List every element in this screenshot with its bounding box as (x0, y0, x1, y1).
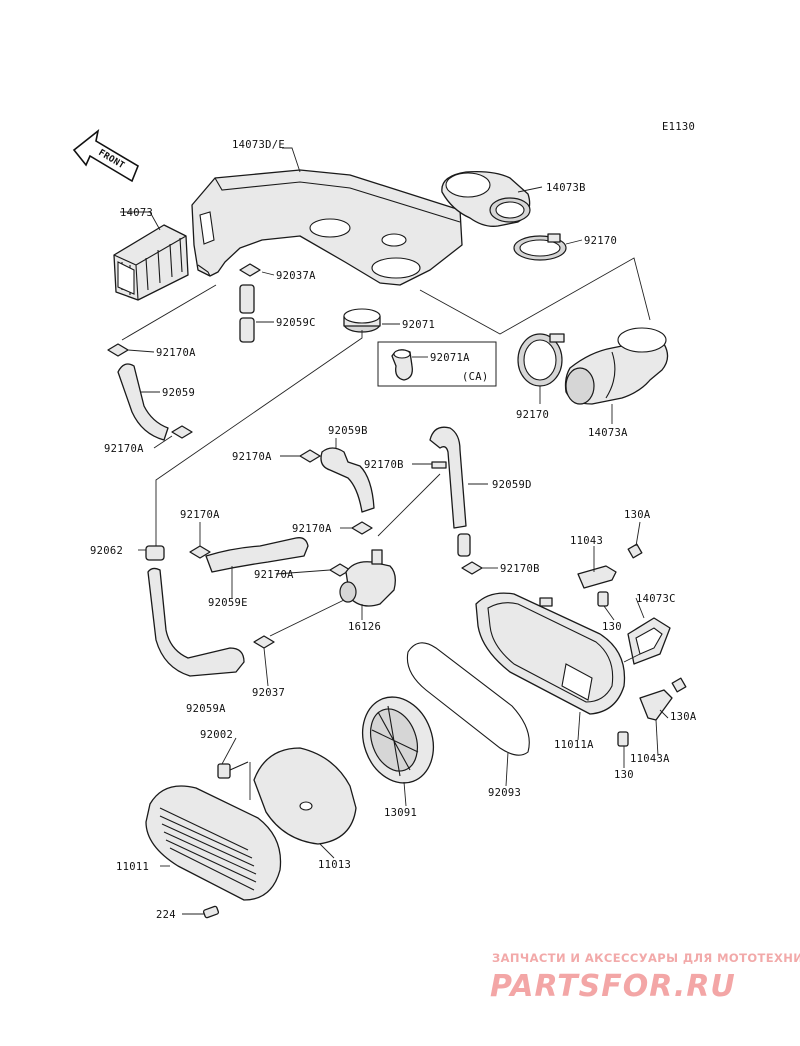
bracket-11043a (639, 689, 673, 721)
hose-92059 (117, 363, 169, 441)
label-92170a-3: 92170A (232, 451, 272, 463)
gasket-14073c (627, 617, 671, 665)
watermark-tagline: ЗАПЧАСТИ И АКСЕССУАРЫ ДЛЯ МОТОТЕХНИКИ (492, 951, 800, 965)
label-224: 224 (156, 909, 176, 921)
label-11043a: 11043A (630, 753, 670, 765)
screw-92002 (217, 761, 249, 779)
watermark: ЗАПЧАСТИ И АКСЕССУАРЫ ДЛЯ МОТОТЕХНИКИ PA… (490, 951, 800, 1004)
label-92170b-1: 92170B (364, 459, 404, 471)
housing-11011a (475, 592, 626, 715)
label-14073a: 14073A (588, 427, 628, 439)
clamp-92170-lower (517, 333, 565, 387)
hose-92059a (147, 567, 245, 677)
clip-92170b-2 (461, 561, 483, 575)
label-11013: 11013 (318, 859, 351, 871)
elbow-14073a (564, 327, 669, 405)
label-11011: 11011 (116, 861, 149, 873)
label-14073c: 14073C (636, 593, 676, 605)
filter-11013 (253, 747, 357, 845)
screw-224 (202, 905, 220, 919)
label-92170a-2: 92170A (104, 443, 144, 455)
label-13091: 13091 (384, 807, 417, 819)
label-92059a: 92059A (186, 703, 226, 715)
label-92071: 92071 (402, 319, 435, 331)
hose-92059c (239, 284, 255, 343)
label-92002: 92002 (200, 729, 233, 741)
clip-92170a-2 (171, 425, 193, 439)
label-130a-2: 130A (670, 711, 697, 723)
clip-92037 (253, 635, 275, 649)
label-14073de: 14073D/E (232, 139, 285, 151)
clip-92170a-3 (299, 449, 321, 463)
label-92062: 92062 (90, 545, 123, 557)
label-92170a-5: 92170A (292, 523, 332, 535)
label-92093: 92093 (488, 787, 521, 799)
front-arrow-icon: FRONT (72, 129, 139, 183)
label-14073: 14073 (120, 207, 153, 219)
elbow-14073b (441, 170, 531, 227)
clip-92170a-1 (107, 343, 129, 357)
bolt-130a-upper (627, 543, 643, 559)
clip-92170b-1 (431, 461, 447, 469)
label-92170a-4: 92170A (180, 509, 220, 521)
clip-92170a-5 (351, 521, 373, 535)
label-14073b: 14073B (546, 182, 586, 194)
element-13091 (362, 696, 434, 784)
filter-element-14073 (113, 224, 189, 301)
label-92071a: 92071A (430, 352, 470, 364)
grommet-92071a-box (377, 341, 497, 387)
label-92059d: 92059D (492, 479, 532, 491)
watermark-logo: PARTSFOR.RU (490, 969, 736, 1004)
bolt-130-lower (617, 731, 629, 747)
bolt-130a-lower (671, 677, 687, 693)
air-duct-14073de (191, 169, 463, 286)
clip-92037a (239, 263, 261, 277)
label-92037a: 92037A (276, 270, 316, 282)
hose-92059e (205, 537, 309, 573)
clip-92170a-4 (189, 545, 211, 559)
label-92170-b: 92170 (516, 409, 549, 421)
cap-92062 (145, 545, 165, 561)
bolt-130-upper (597, 591, 609, 607)
label-92059: 92059 (162, 387, 195, 399)
label-92059e: 92059E (208, 597, 248, 609)
cover-11011 (145, 785, 282, 901)
label-130a-1: 130A (624, 509, 651, 521)
hose-92059b (320, 447, 375, 513)
label-130-2: 130 (614, 769, 634, 781)
label-ca: (CA) (462, 371, 489, 383)
seal-92093 (406, 642, 530, 756)
bracket-11043 (577, 565, 617, 589)
label-92059b: 92059B (328, 425, 368, 437)
label-92170a-1: 92170A (156, 347, 196, 359)
valve-16126 (339, 549, 396, 607)
label-92059c: 92059C (276, 317, 316, 329)
label-92170: 92170 (584, 235, 617, 247)
label-16126: 16126 (348, 621, 381, 633)
label-130-1: 130 (602, 621, 622, 633)
label-11011a: 11011A (554, 739, 594, 751)
label-11043: 11043 (570, 535, 603, 547)
part-labels: 14073D/E 14073B 14073 92170 92037A 92059… (90, 139, 697, 921)
hose-92059d (429, 426, 471, 557)
clamp-92170-upper (513, 233, 567, 261)
leader-lines (120, 147, 669, 915)
grommet-92071 (343, 308, 381, 333)
diagram-code: E1130 (662, 121, 695, 133)
label-92170a-6: 92170A (254, 569, 294, 581)
label-92170b-2: 92170B (500, 563, 540, 575)
label-92037: 92037 (252, 687, 285, 699)
